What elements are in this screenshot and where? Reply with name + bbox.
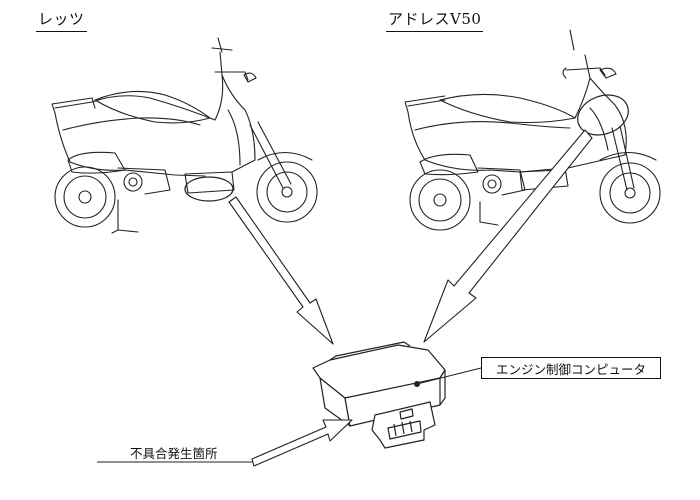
title-lets-underline bbox=[36, 31, 87, 32]
arrow-address-v50-to-ecu bbox=[423, 129, 593, 343]
ecu-leader-line bbox=[416, 367, 482, 385]
title-address-v50: アドレスV50 bbox=[386, 8, 484, 32]
title-lets-text: レッツ bbox=[38, 10, 85, 28]
ecu-unit-illustration bbox=[312, 341, 446, 449]
arrow-defect-location bbox=[251, 419, 353, 467]
title-address-v50-text: アドレスV50 bbox=[388, 10, 482, 28]
title-lets: レッツ bbox=[36, 8, 87, 32]
defect-location-label: 不具合発生箇所 bbox=[130, 443, 218, 462]
ecu-label-box: エンジン制御コンピュータ bbox=[481, 357, 661, 379]
arrow-lets-to-ecu bbox=[228, 196, 334, 345]
scooter-lets-illustration bbox=[51, 37, 318, 234]
ecu-label-text: エンジン制御コンピュータ bbox=[495, 361, 646, 377]
defect-location-text: 不具合発生箇所 bbox=[130, 446, 218, 461]
scooter-address-v50-illustration bbox=[404, 29, 661, 231]
title-address-v50-underline bbox=[386, 31, 484, 32]
